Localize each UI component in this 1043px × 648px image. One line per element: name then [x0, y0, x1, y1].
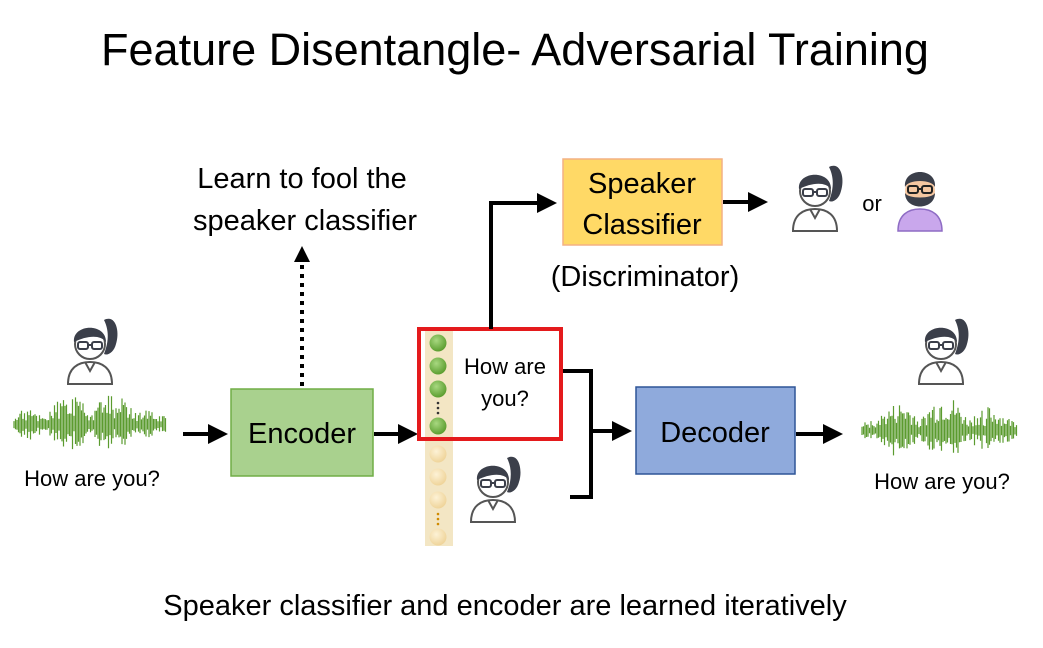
speaker-embedding-icon: [470, 455, 522, 523]
decoder-label: Decoder: [660, 417, 770, 449]
footer-note: Speaker classifier and encoder are learn…: [163, 590, 847, 622]
content-feature-dot: [429, 380, 447, 398]
speaker-feature-dot: [429, 445, 447, 463]
output-speaker-icon: [918, 317, 970, 385]
encoder-label: Encoder: [248, 418, 356, 450]
output-waveform: [861, 400, 1018, 456]
speaker-ellipsis: [436, 512, 440, 526]
input-caption: How are you?: [24, 466, 160, 491]
content-feature-dot: [429, 357, 447, 375]
fool-arrow-head: [294, 246, 310, 262]
arrow-to-classifier: [489, 193, 557, 329]
male-speaker-icon: [897, 171, 943, 232]
content-text-line2: you?: [481, 386, 529, 411]
speaker-classifier-box: [562, 158, 723, 246]
diagram-title: Feature Disentangle- Adversarial Trainin…: [101, 24, 929, 75]
merge-bracket: [563, 369, 593, 499]
input-speaker-icon: [67, 317, 119, 385]
speaker-feature-dot: [429, 528, 447, 546]
content-feature-dot: [429, 334, 447, 352]
content-text-line1: How are: [464, 354, 546, 379]
waveform-trace: [13, 395, 167, 450]
input-waveform: [13, 395, 167, 450]
content-feature-dot: [429, 417, 447, 435]
discriminator-label: (Discriminator): [551, 261, 740, 293]
speaker-feature-dot: [429, 491, 447, 509]
fool-hint-line2: speaker classifier: [193, 205, 417, 237]
decoder-box: [635, 386, 796, 475]
classifier-label-line2: Classifier: [582, 209, 702, 241]
fool-hint-line1: Learn to fool the: [197, 163, 407, 195]
classifier-label-line1: Speaker: [588, 168, 696, 200]
encoder-box: [230, 388, 374, 477]
or-label: or: [862, 191, 882, 216]
waveform-trace: [861, 400, 1018, 456]
female-speaker-icon: [792, 164, 844, 232]
speaker-feature-dot: [429, 468, 447, 486]
content-ellipsis: [436, 401, 440, 415]
output-caption: How are you?: [874, 469, 1010, 494]
